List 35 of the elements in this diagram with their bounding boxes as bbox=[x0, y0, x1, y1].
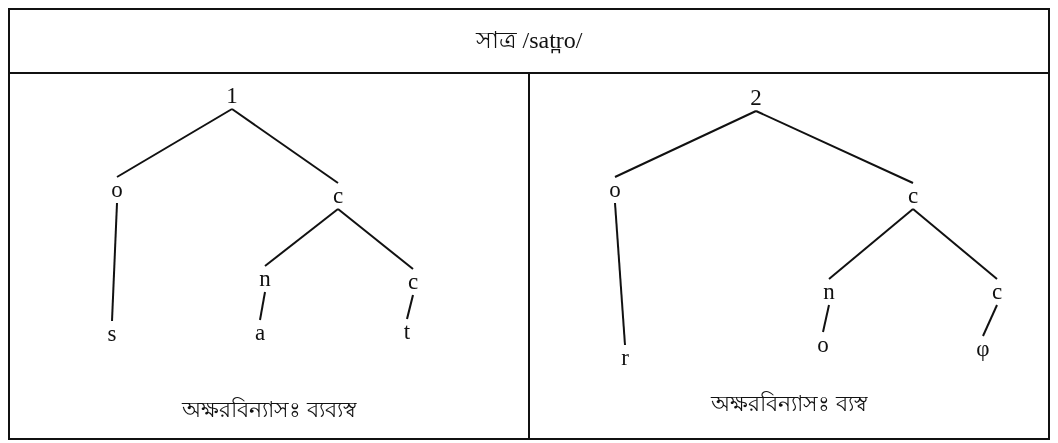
tree-branch bbox=[755, 110, 914, 184]
caption-text: অক্ষরবিন্যাসঃ ব্যস্ব bbox=[710, 391, 868, 416]
table-panel bbox=[528, 72, 1050, 440]
tree-node-label: 1 bbox=[224, 83, 240, 109]
tree-node-label: 2 bbox=[748, 85, 764, 111]
table-panel bbox=[8, 72, 530, 440]
tree-node-label: a bbox=[252, 320, 268, 346]
tree-node-label: s bbox=[104, 321, 120, 347]
header-cell: সাত্র /sat̪ro/ bbox=[8, 8, 1050, 74]
tree-branch bbox=[912, 208, 998, 280]
tree-node-label: t bbox=[399, 319, 415, 345]
tree-node-label: c bbox=[989, 279, 1005, 305]
tree-branch bbox=[828, 208, 914, 280]
tree-branch bbox=[614, 202, 626, 346]
tree-branch bbox=[982, 304, 998, 337]
tree-branch bbox=[406, 294, 414, 320]
tree-node-label: c bbox=[405, 269, 421, 295]
tree-node-label: c bbox=[905, 183, 921, 209]
tree-branch bbox=[614, 110, 757, 178]
tree-node-label: φ bbox=[975, 336, 991, 362]
tree-node-label: n bbox=[821, 279, 837, 305]
tree-branch bbox=[116, 108, 233, 178]
tree-branch bbox=[231, 108, 339, 184]
tree-branch bbox=[337, 208, 414, 270]
tree-node-label: o bbox=[815, 332, 831, 358]
tree-node-label: o bbox=[607, 177, 623, 203]
tree-branch bbox=[259, 291, 266, 321]
caption-text: অক্ষরবিন্যাসঃ ব্যব্যস্ব bbox=[181, 397, 357, 422]
tree-node-label: n bbox=[257, 266, 273, 292]
tree-branch bbox=[264, 208, 339, 267]
tree-node-label: r bbox=[617, 345, 633, 371]
tree-branch bbox=[822, 304, 830, 333]
tree-node-label: c bbox=[330, 183, 346, 209]
tree-node-label: o bbox=[109, 177, 125, 203]
tree-branch bbox=[111, 202, 118, 322]
